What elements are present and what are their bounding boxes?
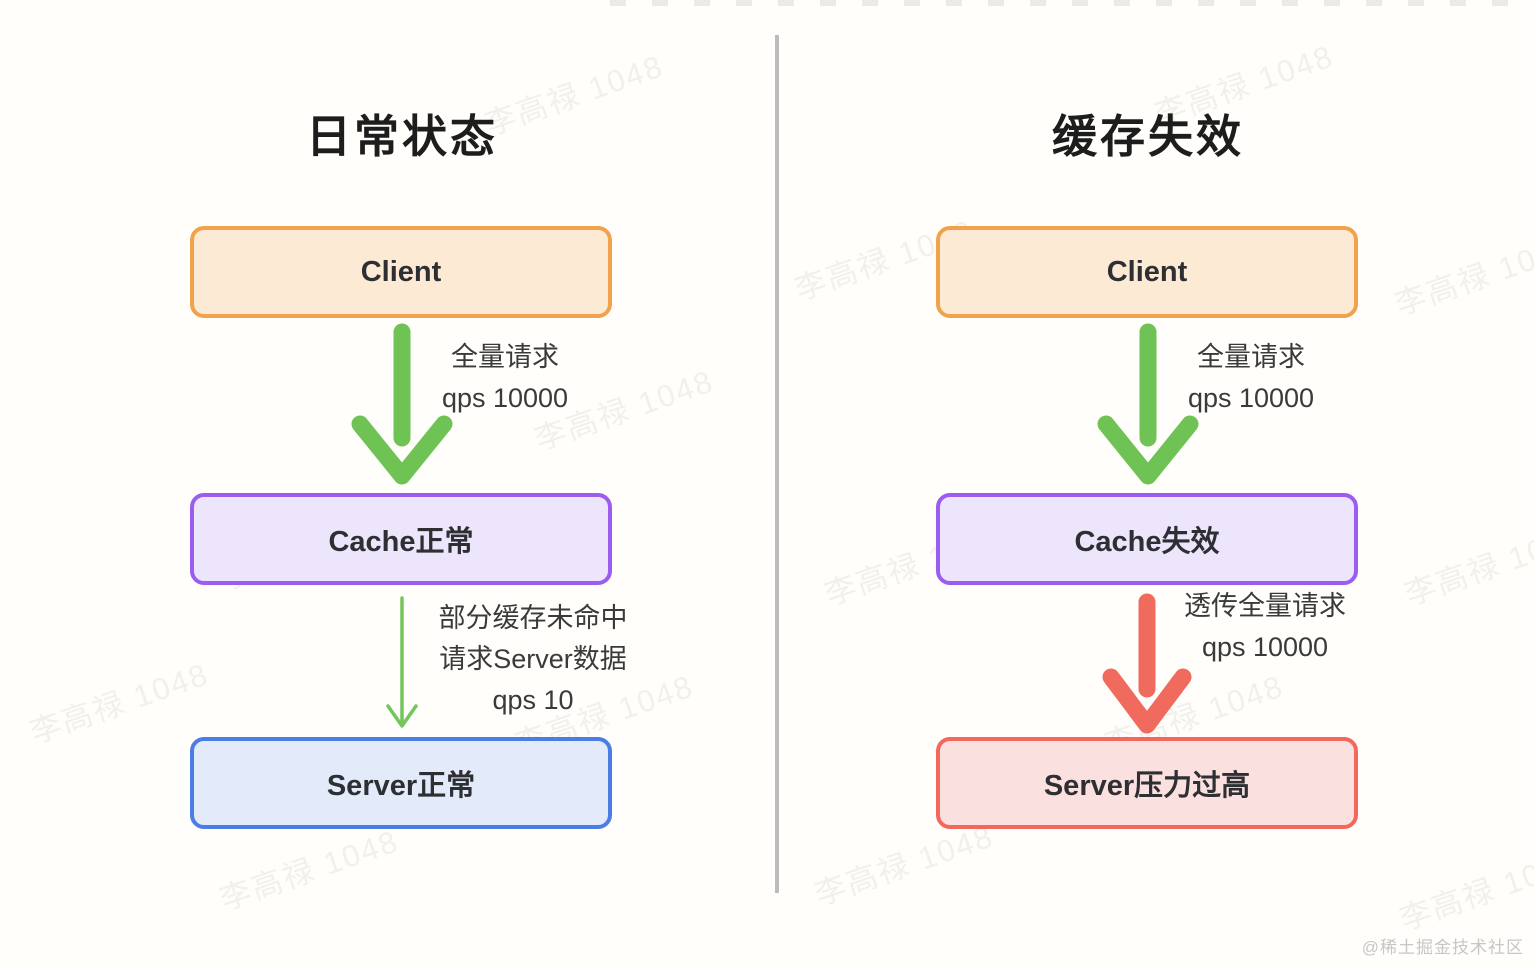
right-client-node: Client [936, 226, 1358, 318]
left-cache-label: Cache正常 [328, 526, 474, 558]
right-full-traffic-arrow-icon [1097, 323, 1199, 485]
watermark: 李高禄 1048 [1390, 228, 1534, 323]
label-line: qps 10 [492, 685, 574, 715]
watermark: 李高禄 1048 [1395, 843, 1534, 938]
right-server-label: Server压力过高 [1043, 770, 1251, 802]
right-full-traffic-label: 全量请求 qps 10000 [1156, 337, 1346, 419]
left-server-label: Server正常 [326, 770, 476, 802]
right-passthrough-arrow-icon [1102, 593, 1192, 734]
left-cache-node: Cache正常 [190, 493, 612, 585]
watermark: 李高禄 1048 [1400, 518, 1534, 613]
left-full-traffic-arrow-icon [351, 323, 453, 485]
label-line: 请求Server数据 [439, 644, 627, 674]
left-panel-title: 日常状态 [305, 111, 498, 162]
label-line: qps 10000 [1201, 632, 1329, 662]
right-cache-node: Cache失效 [936, 493, 1358, 585]
left-server-node: Server正常 [190, 737, 612, 829]
label-line: 部分缓存未命中 [438, 603, 628, 633]
label-line: 全量请求 [451, 342, 559, 372]
left-full-traffic-label: 全量请求 qps 10000 [410, 337, 600, 419]
watermark: 李高禄 1048 [25, 656, 214, 751]
footer-credit: @稀土掘金技术社区 [1361, 938, 1524, 957]
left-client-label: Client [360, 255, 442, 288]
left-client-node: Client [190, 226, 612, 318]
right-panel-title: 缓存失效 [1051, 111, 1244, 162]
left-cache-miss-label: 部分缓存未命中 请求Server数据 qps 10 [418, 598, 648, 721]
label-line: qps 10000 [441, 383, 569, 413]
watermark-top-strip [610, 0, 1534, 6]
right-passthrough-label: 透传全量请求 qps 10000 [1160, 586, 1370, 668]
label-line: qps 10000 [1187, 383, 1315, 413]
label-line: 全量请求 [1197, 342, 1305, 372]
right-client-label: Client [1106, 255, 1188, 288]
right-server-node: Server压力过高 [936, 737, 1358, 829]
right-cache-label: Cache失效 [1074, 526, 1220, 558]
label-line: 透传全量请求 [1184, 591, 1346, 621]
left-cache-miss-arrow-icon [386, 596, 418, 728]
watermark: 李高禄 1048 [215, 823, 404, 918]
panel-divider [775, 35, 779, 893]
